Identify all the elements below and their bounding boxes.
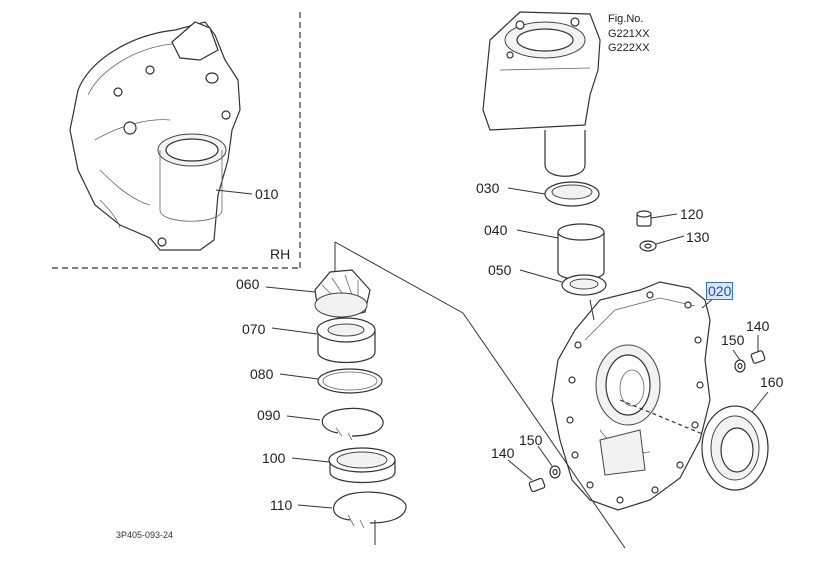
part-label-050[interactable]: 050 xyxy=(488,262,512,278)
fig-no-label: Fig.No. xyxy=(608,13,644,25)
part-140-bolt-right[interactable] xyxy=(750,335,766,364)
fig-code-2: G222XX xyxy=(608,42,650,54)
part-090-snap-ring[interactable] xyxy=(286,407,384,441)
part-120-plug[interactable] xyxy=(636,210,678,227)
part-label-110[interactable]: 110 xyxy=(270,497,293,513)
part-label-140-right[interactable]: 140 xyxy=(746,318,770,334)
part-label-100[interactable]: 100 xyxy=(262,450,286,466)
rh-detail-frame xyxy=(52,12,301,269)
part-label-090[interactable]: 090 xyxy=(257,407,281,423)
part-140-bolt-left[interactable] xyxy=(507,459,546,493)
part-label-130[interactable]: 130 xyxy=(686,229,710,245)
part-label-080[interactable]: 080 xyxy=(250,366,274,382)
part-label-060[interactable]: 060 xyxy=(236,276,260,292)
part-010-housing-drawing[interactable] xyxy=(69,21,253,251)
part-160-oil-seal[interactable] xyxy=(701,391,769,491)
part-040-collar[interactable] xyxy=(516,223,605,281)
part-150-washer-right[interactable] xyxy=(732,349,746,373)
part-060-bevel-gear[interactable] xyxy=(265,269,371,319)
part-030-oil-seal[interactable] xyxy=(507,181,600,207)
part-label-150-right[interactable]: 150 xyxy=(721,332,745,348)
part-label-140-left[interactable]: 140 xyxy=(491,445,515,461)
assembly-guide-lines xyxy=(334,241,626,549)
part-070-bearing[interactable] xyxy=(271,317,376,364)
part-label-120[interactable]: 120 xyxy=(680,206,704,222)
upper-gear-case-drawing xyxy=(482,11,601,177)
part-130-washer[interactable] xyxy=(639,235,685,252)
side-label-rh: RH xyxy=(270,246,291,262)
fig-code-1: G221XX xyxy=(608,28,650,40)
part-150-washer-left[interactable] xyxy=(537,445,561,479)
case-bolt-holes xyxy=(566,291,704,504)
part-label-030[interactable]: 030 xyxy=(476,180,500,196)
part-100-collar[interactable] xyxy=(291,447,396,484)
drawing-code: 3P405-093-24 xyxy=(116,530,174,540)
part-110-snap-ring[interactable] xyxy=(297,491,407,529)
part-label-150-left[interactable]: 150 xyxy=(519,432,543,448)
part-label-160[interactable]: 160 xyxy=(760,374,784,390)
part-020-case-drawing[interactable] xyxy=(551,281,711,511)
part-label-010[interactable]: 010 xyxy=(255,186,279,202)
part-label-040[interactable]: 040 xyxy=(484,222,508,238)
part-label-020-selected[interactable]: 020 xyxy=(706,282,734,300)
part-label-070[interactable]: 070 xyxy=(242,321,266,337)
part-080-ring[interactable] xyxy=(279,368,383,394)
part-050-bearing[interactable] xyxy=(519,269,607,296)
